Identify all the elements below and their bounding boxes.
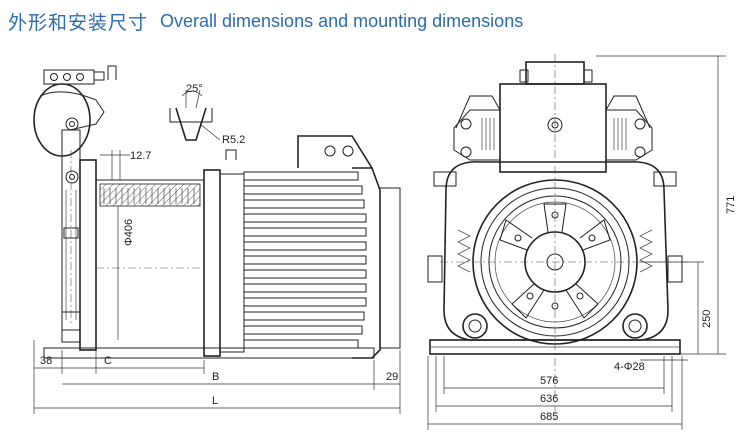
mount-hole-right [622, 313, 648, 339]
rear-cover [379, 187, 401, 349]
dim-b-label: B [212, 371, 219, 383]
radius-label: R5.2 [222, 134, 245, 146]
mount-hole-left [462, 313, 488, 339]
dim-c-label: C [104, 355, 112, 367]
cooling-fins [243, 171, 367, 349]
title-chinese: 外形和安装尺寸 [8, 11, 149, 34]
brake-housing [499, 83, 607, 173]
right-offset-label: 29 [386, 371, 398, 383]
release-lever [107, 65, 117, 80]
angle-label: 25° [186, 83, 203, 95]
base-mid-label: 636 [540, 393, 558, 405]
center-height-label: 250 [701, 310, 713, 328]
dim-l-label: L [212, 395, 218, 407]
left-offset-label: 38 [40, 355, 52, 367]
sheave-diameter-label: Φ406 [123, 219, 135, 246]
end-frame [79, 159, 97, 351]
title-english: Overall dimensions and mounting dimensio… [160, 10, 524, 31]
brake-terminal-box [43, 69, 95, 85]
brake-springs [481, 118, 627, 150]
sheave-grooves [99, 183, 201, 207]
groove-detail: 25° R5.2 [169, 83, 245, 146]
side-view: 25° R5.2 12.7 Φ406 38 C B 29 L [33, 65, 401, 414]
base-inner-label: 576 [540, 375, 558, 387]
height-label: 771 [725, 196, 737, 214]
groove-dim-label: 12.7 [130, 150, 151, 162]
motor-terminal-box [297, 135, 373, 169]
main-housing [443, 161, 669, 341]
motor-flange [203, 169, 221, 357]
side-springs [457, 229, 653, 273]
base-outer-label: 685 [540, 411, 558, 423]
drawing-header: 外形和安装尺寸 Overall dimensions and mounting … [8, 6, 523, 36]
holes-label: 4-Φ28 [614, 361, 645, 373]
front-view: 771 250 4-Φ28 576 636 685 [427, 54, 737, 430]
